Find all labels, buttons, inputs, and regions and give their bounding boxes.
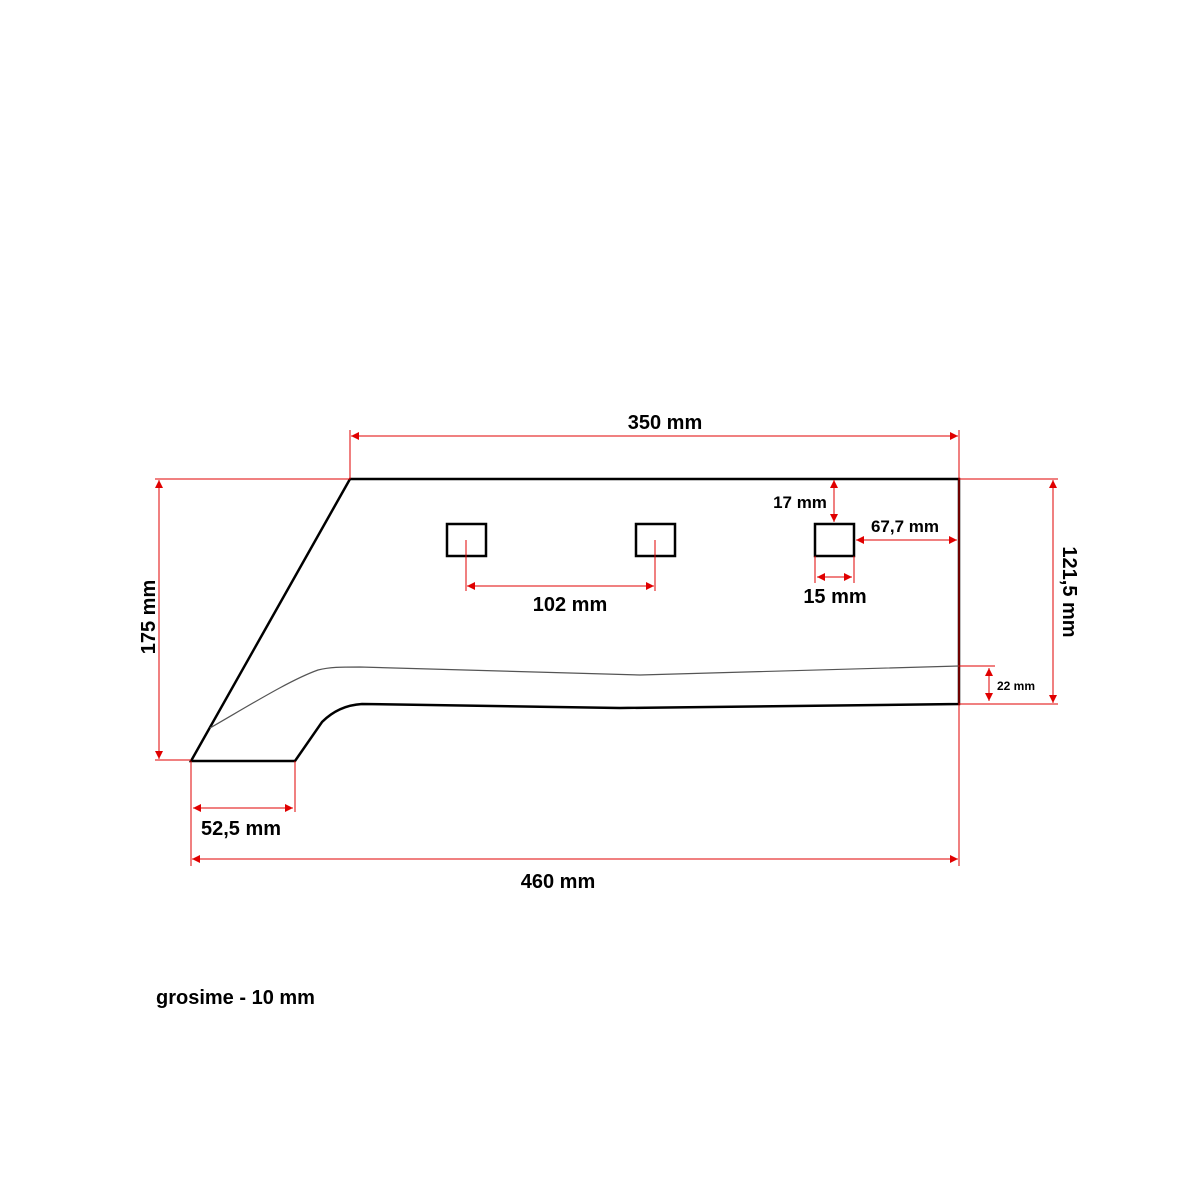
label-121-5: 121,5 mm [1058, 546, 1080, 637]
label-102: 102 mm [533, 594, 608, 616]
bevel-line [209, 665, 960, 729]
label-17: 17 mm [773, 493, 827, 512]
label-22: 22 mm [997, 679, 1035, 693]
thickness-note: grosime - 10 mm [156, 987, 315, 1009]
label-175: 175 mm [138, 580, 160, 655]
label-67-7: 67,7 mm [871, 517, 939, 536]
label-52-5: 52,5 mm [201, 818, 281, 840]
mounting-hole-3 [813, 522, 856, 558]
label-460: 460 mm [521, 871, 596, 893]
part-outline [188, 477, 961, 763]
extension-lines [155, 430, 1058, 866]
label-15: 15 mm [803, 586, 866, 608]
label-350: 350 mm [628, 412, 703, 434]
